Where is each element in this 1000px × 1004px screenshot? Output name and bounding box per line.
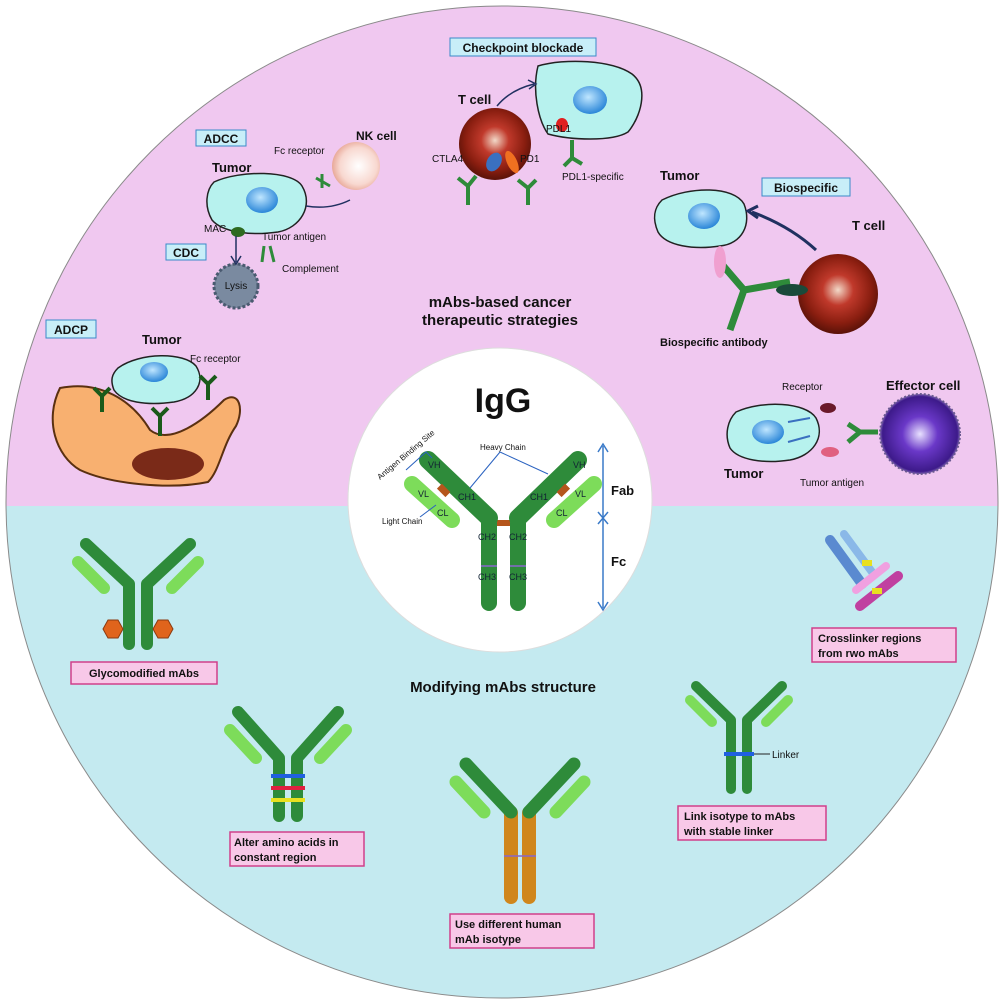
biospecific-panel: Biospecific Tumor T cell Biospecific ant… <box>653 168 885 349</box>
checkpoint-tag: Checkpoint blockade <box>463 41 584 55</box>
bottom-heading: Modifying mAbs structure <box>410 679 596 696</box>
isotype-antibody <box>449 757 591 904</box>
checkpoint-blockade-panel: Checkpoint blockade T cell PDL1 CTLA4 PD… <box>432 37 643 205</box>
cdc-panel: CDC <box>165 243 207 261</box>
center-circle <box>347 347 653 653</box>
svg-text:CH1: CH1 <box>530 492 548 502</box>
svg-text:Fc receptor: Fc receptor <box>190 354 241 365</box>
cdc-tag: CDC <box>173 246 199 260</box>
svg-text:CH3: CH3 <box>478 572 496 582</box>
svg-text:T cell: T cell <box>458 92 491 107</box>
svg-text:Biospecific antibody: Biospecific antibody <box>660 337 768 349</box>
svg-text:CH1: CH1 <box>458 492 476 502</box>
glyco-label: Glycomodified mAbs <box>89 668 199 680</box>
link-label-line2: with stable linker <box>683 826 774 838</box>
svg-text:VL: VL <box>575 489 586 499</box>
adcc-panel: ADCC Tumor NK cell Fc receptor Tumor ant… <box>195 129 397 310</box>
outer-circle-top <box>6 6 998 506</box>
adcc-tag: ADCC <box>204 132 239 146</box>
svg-text:Linker: Linker <box>772 750 800 761</box>
svg-text:PDL1-specific: PDL1-specific <box>562 172 624 183</box>
link-label-line1: Link isotype to mAbs <box>684 811 795 823</box>
svg-text:T cell: T cell <box>852 218 885 233</box>
svg-text:Fc receptor: Fc receptor <box>274 146 325 157</box>
svg-text:CTLA4: CTLA4 <box>432 154 464 165</box>
svg-text:Tumor: Tumor <box>724 466 763 481</box>
svg-text:Heavy Chain: Heavy Chain <box>480 443 526 452</box>
isotype-label-line1: Use different human <box>455 919 562 931</box>
crosslinker-antibody <box>825 530 903 611</box>
top-heading-line1: mAbs-based cancer <box>429 294 572 311</box>
isotype-label-line2: mAb isotype <box>455 934 521 946</box>
adcp-tag: ADCP <box>54 323 88 337</box>
svg-text:VH: VH <box>428 460 441 470</box>
svg-text:Receptor: Receptor <box>782 382 823 393</box>
svg-text:VL: VL <box>418 489 429 499</box>
svg-text:CH3: CH3 <box>509 572 527 582</box>
igg-title: IgG <box>475 382 532 420</box>
effector-panel: Receptor Effector cell Tumor Tumor antig… <box>724 378 961 489</box>
svg-text:Tumor: Tumor <box>660 168 699 183</box>
svg-text:Effector cell: Effector cell <box>886 378 960 393</box>
svg-text:VH: VH <box>573 460 586 470</box>
outer-circle-bottom <box>6 506 998 998</box>
svg-text:PDL1: PDL1 <box>546 124 571 135</box>
svg-text:Lysis: Lysis <box>225 281 247 292</box>
svg-text:CH2: CH2 <box>478 532 496 542</box>
svg-text:Tumor antigen: Tumor antigen <box>800 478 864 489</box>
svg-text:CL: CL <box>437 508 449 518</box>
outer-circle-border <box>5 5 999 999</box>
cross-label-line1: Crosslinker regions <box>818 633 921 645</box>
svg-text:Tumor antigen: Tumor antigen <box>262 232 326 243</box>
svg-text:CH2: CH2 <box>509 532 527 542</box>
linker-antibody: Linker <box>685 681 800 794</box>
svg-text:NK cell: NK cell <box>356 129 397 143</box>
svg-text:Complement: Complement <box>282 264 339 275</box>
fc-label: Fc <box>611 554 626 569</box>
svg-text:Light Chain: Light Chain <box>382 517 422 526</box>
adcp-panel: ADCP Tumor Fc receptor <box>45 319 241 487</box>
svg-text:CL: CL <box>556 508 568 518</box>
cross-label-line2: from rwo mAbs <box>818 648 899 660</box>
top-heading-line2: therapeutic strategies <box>422 312 578 329</box>
alter-antibody <box>224 706 352 822</box>
fab-label: Fab <box>611 483 634 498</box>
biospecific-tag: Biospecific <box>774 181 838 195</box>
svg-text:Tumor: Tumor <box>212 160 251 175</box>
alter-label-line2: constant region <box>234 852 317 864</box>
svg-text:PD1: PD1 <box>520 154 540 165</box>
alter-label-line1: Alter amino acids in <box>234 837 339 849</box>
svg-text:Tumor: Tumor <box>142 332 181 347</box>
glyco-antibody <box>72 538 204 650</box>
svg-text:MAC: MAC <box>204 224 226 235</box>
